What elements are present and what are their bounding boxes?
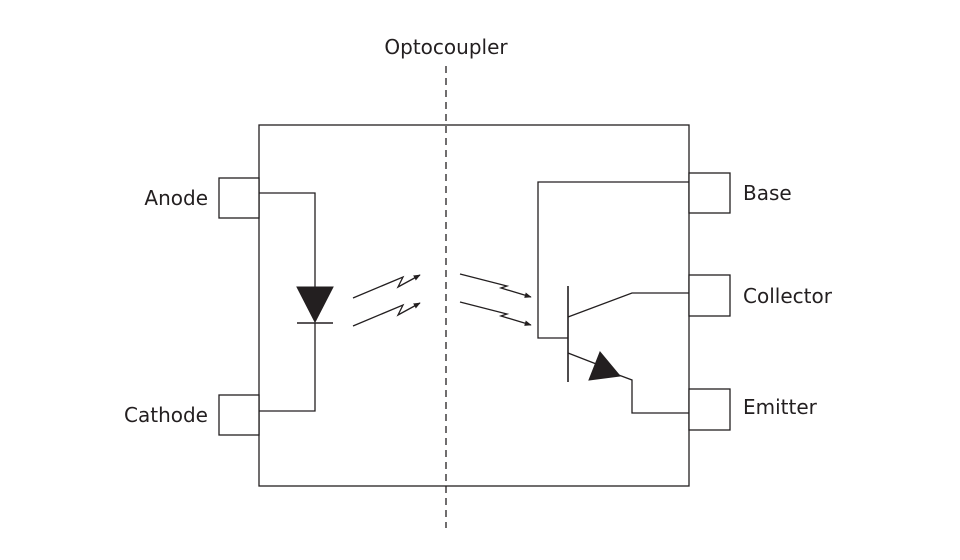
diagram-title: Optocoupler	[384, 35, 508, 59]
base-pin	[688, 172, 731, 214]
collector-label: Collector	[743, 284, 833, 308]
cathode-wire	[259, 323, 316, 412]
cathode-pin	[218, 394, 260, 436]
cathode-label: Cathode	[124, 403, 208, 427]
anode-label: Anode	[144, 186, 208, 210]
emitter-label: Emitter	[743, 395, 818, 419]
anode-wire	[259, 192, 316, 287]
emitted-light-arrows	[352, 274, 421, 327]
led-symbol	[296, 286, 334, 324]
anode-pin	[218, 177, 260, 219]
received-light-arrows	[459, 273, 532, 326]
emitter-pin	[688, 388, 731, 431]
collector-pin	[688, 274, 731, 317]
phototransistor-symbol	[537, 181, 689, 414]
base-label: Base	[743, 181, 792, 205]
